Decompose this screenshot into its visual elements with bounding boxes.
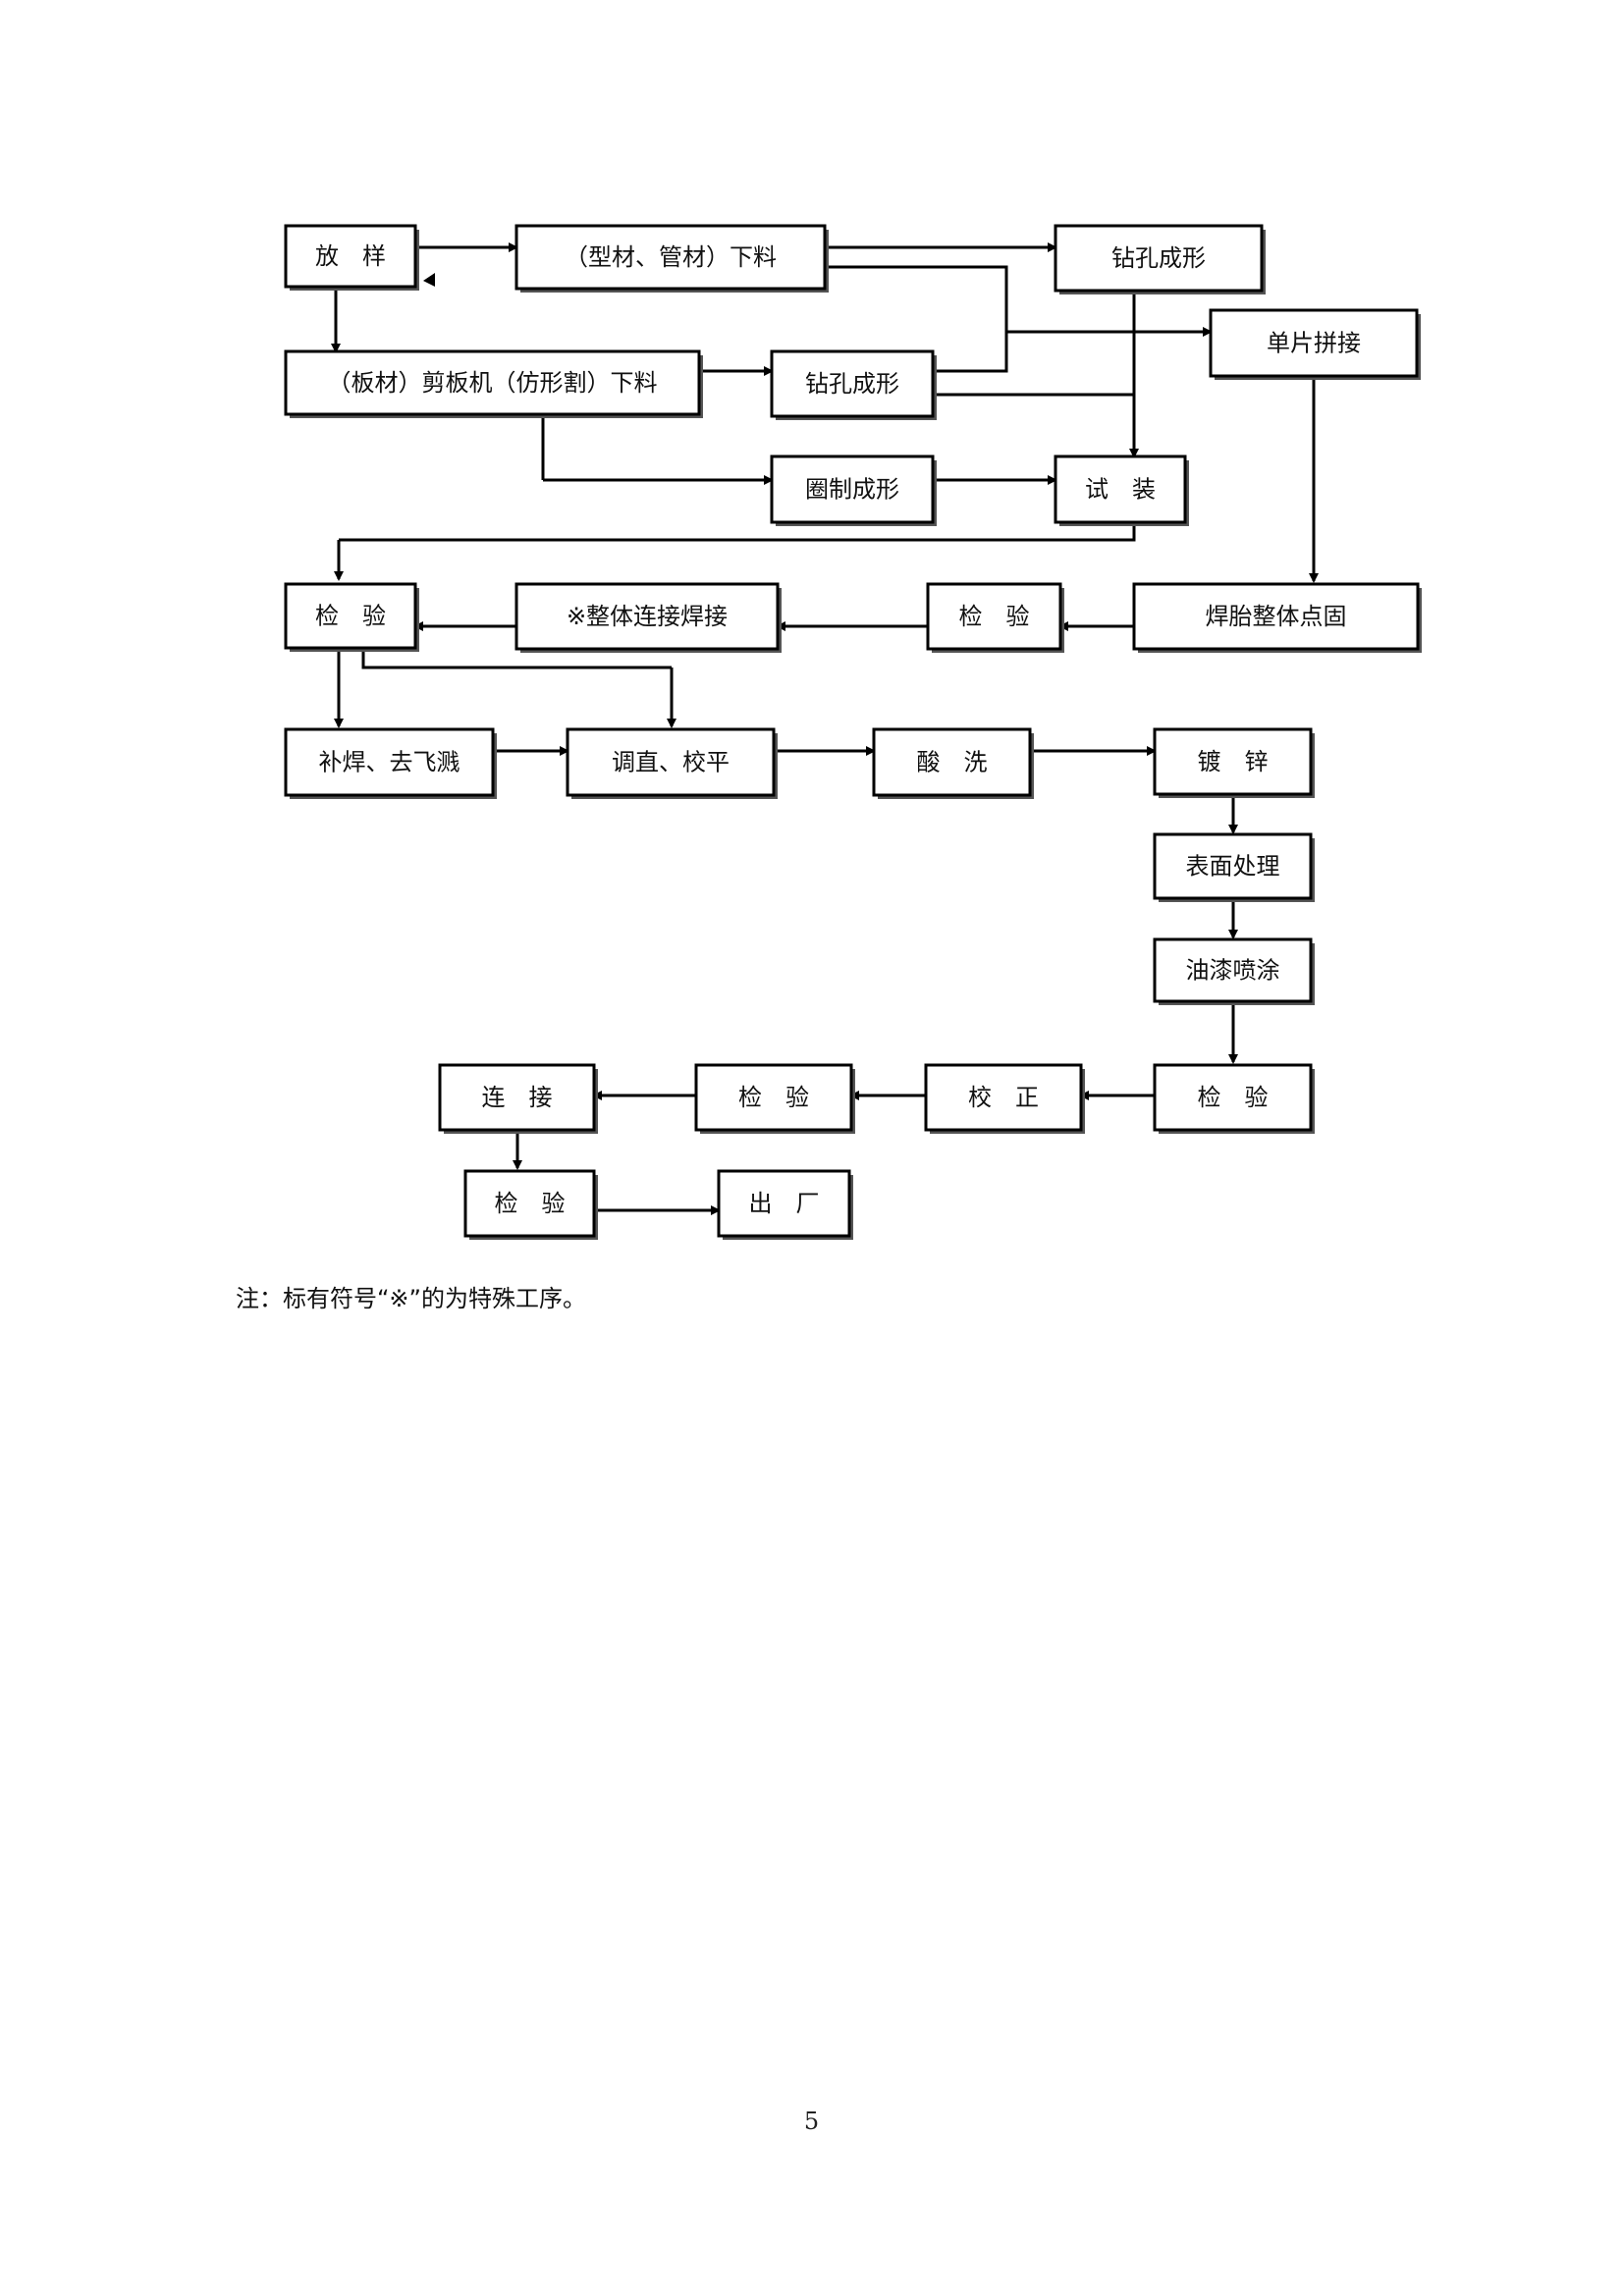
node-box bbox=[694, 1063, 853, 1132]
node-label: 焊胎整体点固 bbox=[1206, 603, 1347, 630]
node-label: （型材、管材）下料 bbox=[565, 243, 777, 271]
process-nodes: 放 样（型材、管材）下料钻孔成形（板材）剪板机（仿形割）下料钻孔成形单片拼接圈制… bbox=[284, 224, 1422, 1240]
node-label: 圈制成形 bbox=[805, 476, 899, 504]
node-box bbox=[926, 582, 1062, 651]
node-label: 检 验 bbox=[738, 1084, 809, 1111]
node-label: ※整体连接焊接 bbox=[567, 603, 728, 630]
node-tiaozhi: 调直、校平 bbox=[566, 727, 778, 799]
node-jianyan5: 检 验 bbox=[463, 1169, 598, 1240]
node-label: 检 验 bbox=[1198, 1084, 1269, 1111]
edge-xingcai-danpian bbox=[825, 265, 1008, 332]
node-bancai: （板材）剪板机（仿形割）下料 bbox=[284, 349, 703, 418]
node-youqi: 油漆喷涂 bbox=[1153, 937, 1315, 1005]
edge-shizhuang-jianyan1-a bbox=[339, 522, 1136, 542]
node-suanxi: 酸 洗 bbox=[872, 727, 1034, 799]
node-box bbox=[1054, 454, 1187, 524]
node-box bbox=[514, 582, 780, 651]
node-label: 镀 锌 bbox=[1198, 748, 1269, 775]
node-jiaozheng: 校 正 bbox=[924, 1063, 1085, 1134]
node-box bbox=[770, 454, 935, 524]
node-box bbox=[717, 1169, 851, 1238]
node-box bbox=[1054, 224, 1264, 293]
node-label: 表面处理 bbox=[1186, 853, 1280, 881]
node-fangyang: 放 样 bbox=[284, 224, 419, 291]
node-label: 校 正 bbox=[968, 1084, 1039, 1111]
node-label: 调直、校平 bbox=[612, 749, 730, 776]
node-box bbox=[1153, 1063, 1313, 1132]
node-box bbox=[514, 224, 827, 291]
node-juanzhi: 圈制成形 bbox=[770, 454, 937, 526]
node-box bbox=[463, 1169, 596, 1238]
node-shizhuang: 试 装 bbox=[1054, 454, 1189, 526]
node-label: 出 厂 bbox=[749, 1190, 820, 1217]
node-label: 检 验 bbox=[495, 1190, 566, 1217]
node-jianyan2: 检 验 bbox=[926, 582, 1064, 653]
node-box bbox=[1153, 727, 1313, 796]
node-label: 油漆喷涂 bbox=[1186, 957, 1280, 985]
node-lianjie: 连 接 bbox=[438, 1063, 598, 1134]
node-box bbox=[1132, 582, 1420, 651]
node-label: 单片拼接 bbox=[1267, 330, 1361, 357]
node-box bbox=[284, 349, 701, 416]
node-label: 补焊、去飞溅 bbox=[319, 749, 460, 776]
node-label: （板材）剪板机（仿形割）下料 bbox=[328, 369, 658, 397]
node-xingcai: （型材、管材）下料 bbox=[514, 224, 829, 293]
node-label: 钻孔成形 bbox=[805, 370, 899, 398]
node-label: 检 验 bbox=[315, 603, 386, 630]
node-box bbox=[1209, 308, 1419, 378]
node-box bbox=[770, 349, 935, 418]
pointer-mark bbox=[423, 273, 435, 287]
node-zhengti: ※整体连接焊接 bbox=[514, 582, 782, 653]
node-box bbox=[566, 727, 776, 797]
node-box bbox=[1153, 832, 1313, 900]
footnote: 注：标有符号“※”的为特殊工序。 bbox=[236, 1285, 586, 1312]
node-label: 酸 洗 bbox=[917, 749, 988, 776]
node-jianyan3: 检 验 bbox=[1153, 1063, 1315, 1134]
node-box bbox=[284, 582, 417, 650]
node-biaomian: 表面处理 bbox=[1153, 832, 1315, 902]
node-box bbox=[1153, 937, 1313, 1003]
node-danpian: 单片拼接 bbox=[1209, 308, 1421, 380]
node-box bbox=[284, 727, 495, 797]
node-zuankong1: 钻孔成形 bbox=[1054, 224, 1266, 294]
node-label: 连 接 bbox=[482, 1084, 553, 1111]
edge-jianyan1-tiaozhi-a bbox=[361, 648, 672, 669]
edge-zuankong2-danpian bbox=[933, 332, 1008, 373]
node-buhan: 补焊、去飞溅 bbox=[284, 727, 497, 799]
node-duxin: 镀 锌 bbox=[1153, 727, 1315, 798]
node-jianyan1: 检 验 bbox=[284, 582, 419, 652]
node-jianyan4: 检 验 bbox=[694, 1063, 855, 1134]
page-number: 5 bbox=[803, 2108, 820, 2135]
node-label: 放 样 bbox=[315, 242, 386, 270]
node-box bbox=[924, 1063, 1083, 1132]
node-zuankong2: 钻孔成形 bbox=[770, 349, 937, 420]
connector-lines bbox=[331, 242, 1319, 1215]
node-label: 试 装 bbox=[1085, 476, 1156, 504]
process-flowchart: 放 样（型材、管材）下料钻孔成形（板材）剪板机（仿形割）下料钻孔成形单片拼接圈制… bbox=[284, 224, 1422, 1240]
node-label: 钻孔成形 bbox=[1111, 244, 1206, 272]
node-box bbox=[438, 1063, 596, 1132]
node-box bbox=[872, 727, 1032, 797]
node-hantai: 焊胎整体点固 bbox=[1132, 582, 1422, 653]
node-label: 检 验 bbox=[959, 603, 1030, 630]
node-chuchang: 出 厂 bbox=[717, 1169, 853, 1240]
node-box bbox=[284, 224, 417, 289]
